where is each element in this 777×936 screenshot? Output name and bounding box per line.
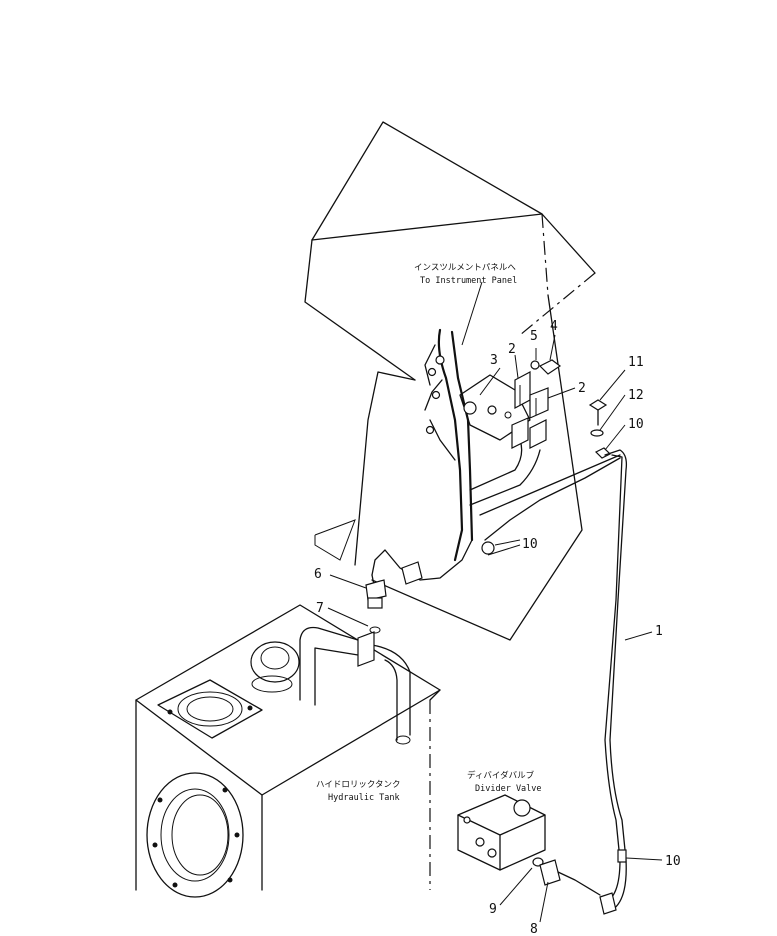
- hardware-fasteners: [530, 359, 612, 459]
- callout-10-lower: 10: [665, 854, 681, 869]
- callout-2-upper: 2: [508, 342, 516, 357]
- relays: [511, 371, 549, 449]
- callout-8: 8: [530, 922, 538, 936]
- callout-10-middle: 10: [522, 537, 538, 552]
- hydraulic-tank-label-en: Hydraulic Tank: [328, 793, 400, 803]
- divider-valve: [457, 794, 601, 896]
- filler-cap: [250, 641, 300, 693]
- hydraulic-tank-label-jp: ハイドロリックタンク: [316, 780, 401, 790]
- callout-6: 6: [314, 567, 322, 582]
- callout-3: 3: [490, 353, 498, 368]
- pipe-line: [599, 449, 628, 915]
- divider-valve-label-en: Divider Valve: [475, 784, 542, 794]
- callout-9: 9: [489, 902, 497, 917]
- side-port: [146, 772, 244, 898]
- callout-4: 4: [550, 319, 558, 334]
- instrument-panel-label-en: To Instrument Panel: [420, 276, 517, 286]
- hydraulic-tank: [135, 604, 441, 898]
- return-pipe: [299, 626, 411, 745]
- callout-11: 11: [628, 355, 644, 370]
- text-labels: インスツルメントパネルへ To Instrument Panel ハイドロリック…: [316, 263, 542, 803]
- cab-housing: [304, 121, 596, 641]
- callout-10-upper: 10: [628, 417, 644, 432]
- callout-2-lower: 2: [578, 381, 586, 396]
- leader-lines: [327, 281, 663, 923]
- callout-1: 1: [655, 624, 663, 639]
- callout-numbers: 3 2 5 4 2 11 12 10 10 6 7 1 10 9 8: [314, 319, 681, 936]
- callout-7: 7: [316, 601, 324, 616]
- top-flange: [157, 679, 263, 739]
- callout-12: 12: [628, 388, 644, 403]
- divider-valve-label-jp: ディバイダバルブ: [467, 770, 535, 781]
- sensor: [365, 541, 495, 634]
- callout-5: 5: [530, 329, 538, 344]
- mounting-bracket: [459, 374, 531, 441]
- instrument-panel-label-jp: インスツルメントパネルへ: [414, 263, 516, 273]
